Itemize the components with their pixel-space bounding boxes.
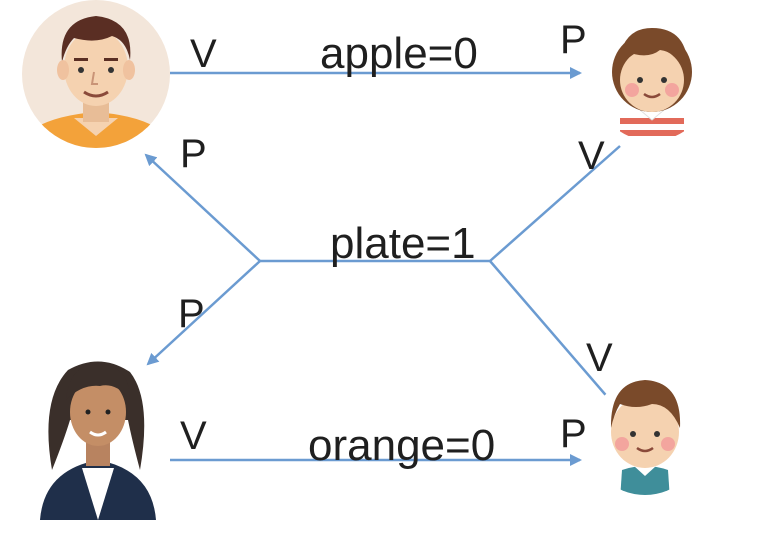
- orange-variable-label: orange=0: [308, 421, 496, 470]
- son-p-op-label: P: [560, 412, 587, 456]
- mother-v-op-label: V: [180, 414, 207, 458]
- woman-avatar: [40, 361, 156, 520]
- plate-to-mother-arrow: [146, 260, 261, 366]
- man-avatar: [22, 0, 170, 148]
- boy-avatar: [587, 379, 703, 495]
- father-v-op-label: V: [190, 32, 217, 76]
- edges: [144, 67, 621, 466]
- daughter-v-op-label: V: [578, 134, 605, 178]
- apple-variable-label: apple=0: [320, 29, 478, 78]
- son-to-plate-line: [489, 260, 611, 401]
- son-v-op-label: V: [586, 336, 613, 380]
- plate-variable-label: plate=1: [330, 219, 476, 268]
- daughter-p-op-label: P: [560, 18, 587, 62]
- girl-avatar: [594, 25, 710, 141]
- daughter-to-plate-line: [489, 145, 621, 262]
- father-p-op-label: P: [180, 132, 207, 176]
- plate-to-father-arrow: [144, 153, 261, 262]
- mother-p-op-label: P: [178, 292, 205, 336]
